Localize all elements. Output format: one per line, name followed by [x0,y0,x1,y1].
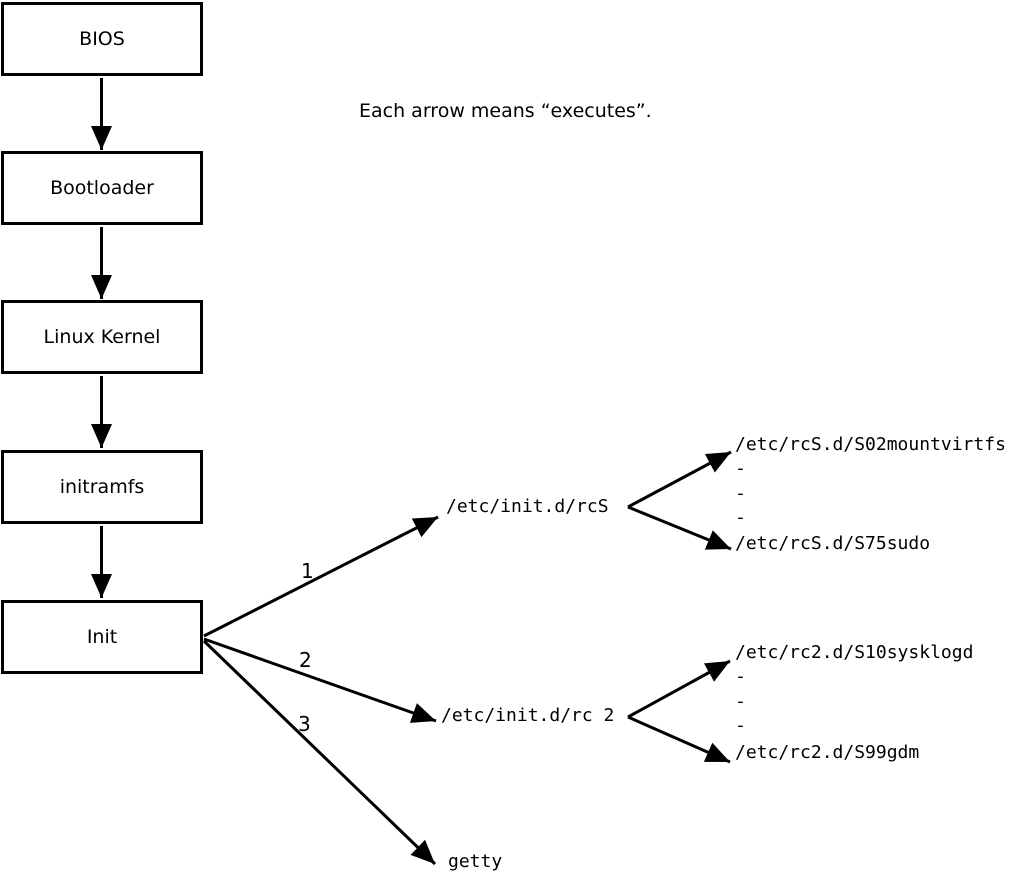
rcs-script-s02mountvirtfs: /etc/rcS.d/S02mountvirtfs [735,434,1006,455]
box-init: Init [1,600,203,674]
box-bootloader: Bootloader [1,151,203,225]
arrow-init-rc2 [203,637,437,723]
rcs-script-ellipsis-2: - [735,483,746,504]
box-bios: BIOS [1,2,203,76]
arrow-rcs-s02mountvirtfs [627,450,732,509]
rc2-script-ellipsis-3: - [735,715,746,736]
arrow-rcs-s75sudo [627,505,732,551]
box-linux-kernel: Linux Kernel [1,300,203,374]
box-initramfs: initramfs [1,450,203,524]
note-arrow-meaning: Each arrow means “executes”. [359,100,652,122]
target-etc-init-d-rc2: /etc/init.d/rc 2 [441,705,615,726]
arrow-rc2-s10sysklogd [627,659,731,719]
rcs-script-s75sudo: /etc/rcS.d/S75sudo [735,533,931,554]
box-initramfs-label: initramfs [59,476,145,498]
rc2-script-s99gdm: /etc/rc2.d/S99gdm [735,742,920,763]
rcs-script-ellipsis-1: - [735,458,746,479]
rcs-script-ellipsis-3: - [735,507,746,528]
box-bootloader-label: Bootloader [50,177,154,199]
rc2-script-ellipsis-2: - [735,691,746,712]
rc2-script-ellipsis-1: - [735,666,746,687]
branch-number-1: 1 [301,559,314,583]
box-bios-label: BIOS [79,28,125,50]
branch-number-2: 2 [299,648,312,672]
box-linux-kernel-label: Linux Kernel [43,326,161,348]
rc2-script-s10sysklogd: /etc/rc2.d/S10sysklogd [735,642,974,663]
arrow-init-getty [202,639,437,866]
arrow-init-rcs [203,515,439,638]
target-getty: getty [448,851,503,872]
branch-number-3: 3 [298,712,311,736]
target-etc-init-d-rcs: /etc/init.d/rcS [446,496,609,517]
box-init-label: Init [86,626,118,648]
arrow-rc2-s99gdm [627,715,731,764]
